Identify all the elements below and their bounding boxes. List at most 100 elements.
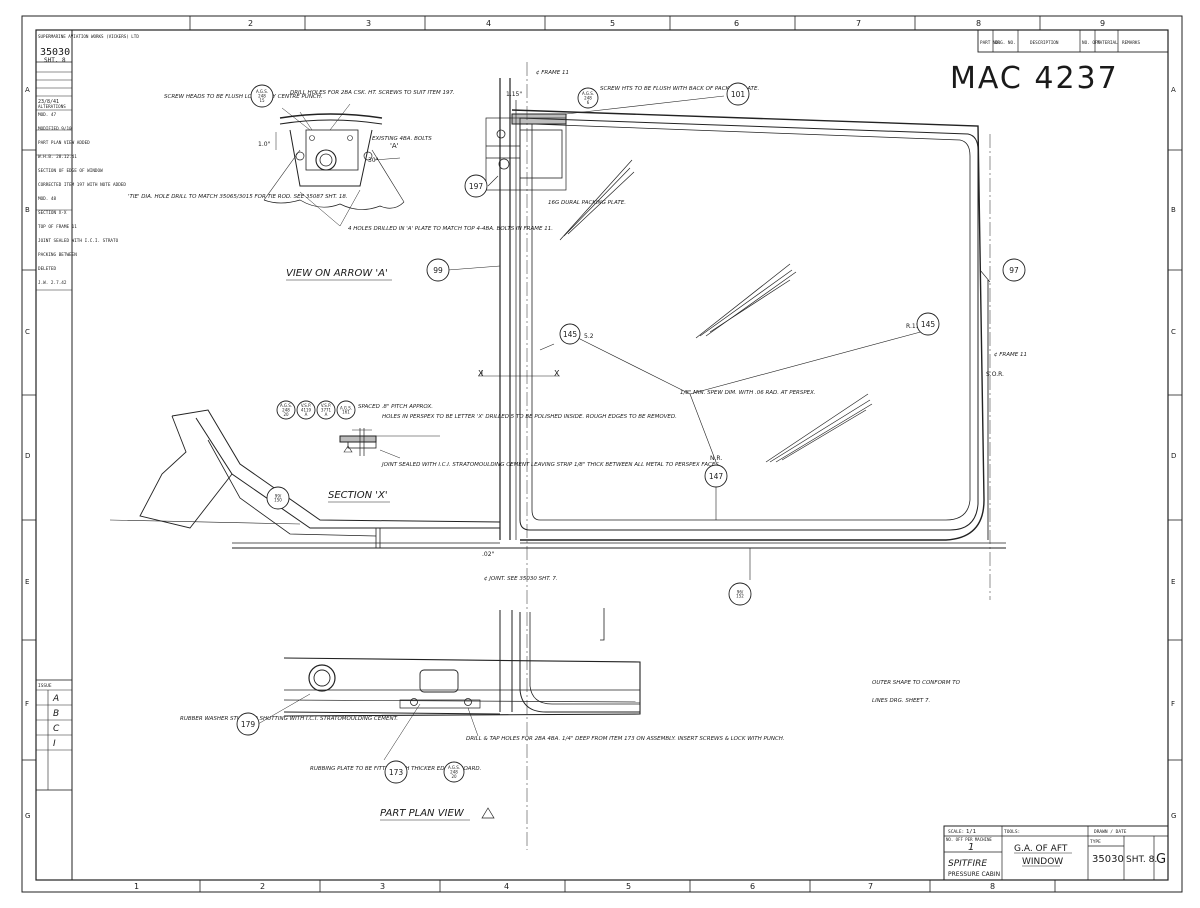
- grid-bottom-label: 7: [868, 882, 873, 891]
- grid-left-label: G: [25, 812, 30, 820]
- grid-top-label: 3: [366, 19, 371, 28]
- balloon-circle: [276, 400, 296, 420]
- balloon-label: 173: [389, 768, 404, 777]
- grid-left-label: F: [25, 700, 29, 708]
- bulkhead-section: [109, 409, 501, 548]
- grid-right-label: C: [1171, 328, 1176, 336]
- side-note: PART PLAN VIEW ADDED: [38, 140, 90, 146]
- balloon-circle: [916, 312, 940, 336]
- part-plan-view: [257, 608, 641, 761]
- balloon-label: 101: [731, 90, 746, 99]
- side-note: J.W. 2.7.42: [38, 280, 67, 286]
- section-mark-left: X: [478, 369, 484, 378]
- balloon-circle: [384, 760, 408, 784]
- drawing-title-1: G.A. OF AFT: [1014, 844, 1068, 854]
- grid-right-label: G: [1171, 812, 1176, 820]
- balloon-label: A.G.S.161: [340, 405, 352, 414]
- balloon-250: 96/152: [728, 582, 752, 606]
- balloon-circle: [726, 82, 750, 106]
- note-joint: ¢ JOINT. SEE 35030 SHT. 7.: [484, 576, 558, 582]
- drawn-date-label: DRAWN / DATE: [1094, 829, 1127, 835]
- note-frame-11-right: ¢ FRAME 11: [994, 352, 1027, 358]
- grid-top-label: 9: [1100, 19, 1105, 28]
- section-x-label: SECTION 'X': [328, 490, 388, 501]
- drawing-reference: MAC 4237: [950, 61, 1119, 96]
- qty-value: 1: [968, 842, 974, 853]
- parts-column-header: DESCRIPTION: [1030, 40, 1059, 46]
- balloon-circle: [336, 400, 356, 420]
- grid-top-label: 8: [976, 19, 981, 28]
- side-note: MOD. 47: [38, 112, 57, 118]
- radius-52: 5.2: [584, 333, 594, 340]
- notes: SCREW HEADS TO BE FLUSH LOCKED BY CENTRE…: [128, 70, 1027, 772]
- grid-bottom-label: 4: [504, 882, 509, 891]
- grid-top-label: 4: [486, 19, 491, 28]
- balloon-label: 145: [921, 320, 936, 329]
- balloon-_s4: A.G.S.161: [336, 400, 356, 420]
- balloon-97: 97: [1002, 258, 1026, 282]
- side-note: MODIFIED 9/10: [38, 126, 72, 132]
- parts-column-header: PART NO.: [980, 40, 1001, 46]
- grid-right-label: B: [1171, 206, 1176, 214]
- side-note: MOD. 48: [38, 196, 57, 202]
- side-alterations: ALTERATIONS: [38, 104, 66, 109]
- balloon-circle: [426, 258, 450, 282]
- side-note: TOP OF FRAME 11: [38, 224, 77, 230]
- parts-column-header: REMARKS: [1122, 40, 1141, 46]
- grid-bottom-label: 1: [134, 882, 139, 891]
- dim-02: .02": [482, 551, 495, 558]
- grid-top-label: 6: [734, 19, 739, 28]
- arrow-a-view: [263, 103, 405, 227]
- parts-column-header: MATERIAL: [1097, 40, 1118, 46]
- dim-10: 1.0": [258, 141, 271, 148]
- grid-bottom-label: 5: [626, 882, 631, 891]
- grid-right-label: F: [1171, 700, 1175, 708]
- balloon-circle: [443, 761, 465, 783]
- balloon-circle: [250, 84, 274, 108]
- note-packing-plate: 16G DURAL PACKING PLATE.: [548, 200, 626, 206]
- sheet-number: SHT. 8.: [1126, 855, 1157, 865]
- side-ref: S.O.R.: [986, 371, 1004, 378]
- note-screw-heads: SCREW HEADS TO BE FLUSH LOCKED BY CENTRE…: [164, 94, 323, 100]
- balloon-179: 179: [236, 712, 260, 736]
- grid-top-label: 7: [856, 19, 861, 28]
- balloon-circle: [577, 87, 599, 109]
- balloon-150: 99/150: [266, 486, 290, 510]
- grid-left-label: D: [25, 452, 30, 460]
- radius-110: R.110: [906, 323, 923, 330]
- side-note: SECTION OF EDGE OF WINDOW: [38, 168, 103, 174]
- side-sheet: SHT. 8: [44, 57, 66, 64]
- note-drill-match: 'TIE' DIA. HOLE DRILL TO MATCH 35065/301…: [128, 194, 348, 200]
- side-number: 35030: [40, 47, 70, 58]
- side-note: JOINT SEALED WITH I.C.I. STRATO: [38, 238, 119, 244]
- grid-right-label: E: [1171, 578, 1175, 586]
- note-drill-tap: DRILL & TAP HOLES FOR 2BA 4BA. 1/4" DEEP…: [466, 736, 785, 742]
- balloon-197: 197: [464, 174, 488, 198]
- arrow-a-marker: 'A': [390, 142, 399, 150]
- grid-bottom-label: 3: [380, 882, 385, 891]
- balloon-147: 147: [704, 464, 728, 488]
- balloon-label: 96/152: [736, 589, 744, 598]
- issue-mark: B: [53, 709, 59, 719]
- balloon-label: 145: [563, 330, 578, 339]
- balloon-99: 99: [426, 258, 450, 282]
- note-holes-drilled: 4 HOLES DRILLED IN 'A' PLATE TO MATCH TO…: [348, 226, 553, 232]
- note-rubber-washer: RUBBER WASHER STUCK TO SHUTTING WITH I.C…: [180, 716, 398, 722]
- side-note: DELETED: [38, 266, 57, 272]
- side-note: W.H.B. 28.12.41: [38, 154, 77, 160]
- grid-left-label: E: [25, 578, 29, 586]
- balloon-circle: [1002, 258, 1026, 282]
- title-block: SCALE: 1/1 TOOLS: DRAWN / DATE NO. OFF P…: [943, 825, 1169, 881]
- section-mark-right: X: [554, 369, 560, 378]
